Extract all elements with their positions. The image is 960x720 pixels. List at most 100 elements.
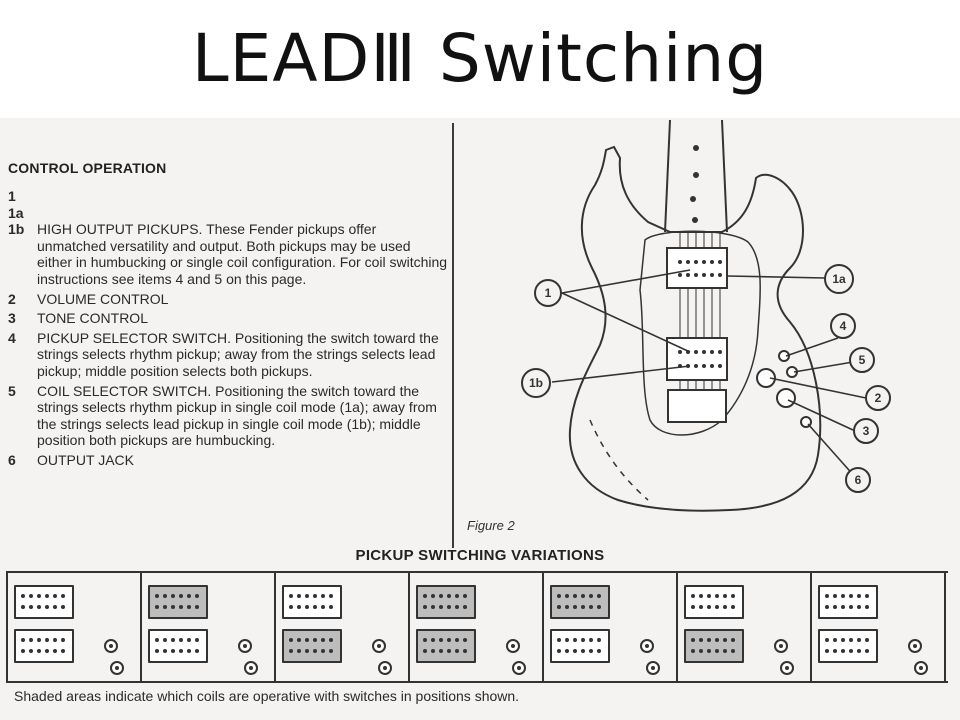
pickup-unshaded — [282, 585, 342, 619]
volume-knob — [756, 368, 776, 388]
callout-1 — [534, 279, 562, 307]
scanned-manual-page — [0, 118, 960, 720]
callout-3 — [853, 418, 879, 444]
control-item-3: 3 TONE CONTROL — [8, 310, 448, 327]
item-number: 1b — [8, 221, 25, 238]
page-title: LEADⅢ Switching — [191, 20, 769, 97]
body-contour-line — [589, 419, 649, 501]
item-text — [37, 205, 448, 222]
fret-markers — [690, 145, 699, 223]
control-item-4: 4 PICKUP SELECTOR SWITCH. Positioning the… — [8, 330, 448, 380]
callout-5 — [849, 347, 875, 373]
pickup-shaded — [148, 585, 208, 619]
pickup-shaded — [416, 585, 476, 619]
callout-label: 2 — [875, 391, 882, 405]
selector-switch-icon — [378, 661, 392, 675]
item-number: 6 — [8, 451, 16, 468]
variation-cell — [810, 573, 946, 681]
control-item-6: 6 OUTPUT JACK — [8, 452, 448, 469]
variations-heading: PICKUP SWITCHING VARIATIONS — [355, 547, 605, 564]
selector-switch-icon — [780, 661, 794, 675]
lead-pickup — [666, 337, 728, 381]
selector-switch-icon — [774, 639, 788, 653]
pickup-selector-switch — [778, 350, 790, 362]
item-number: 1 — [8, 188, 16, 204]
callout-label: 1a — [832, 272, 846, 286]
selector-switch-icon — [646, 661, 660, 675]
selector-switch-icon — [104, 639, 118, 653]
variation-cell — [542, 573, 678, 681]
item-number: 4 — [8, 329, 16, 346]
figure-caption: Figure 2 — [467, 518, 515, 533]
item-text — [37, 188, 448, 205]
callout-4 — [830, 313, 856, 339]
pickup-shaded — [684, 629, 744, 663]
switching-variations-table — [6, 571, 948, 683]
selector-switch-icon — [244, 661, 258, 675]
callout-1b — [521, 368, 551, 398]
pickup-shaded — [282, 629, 342, 663]
variation-cell — [408, 573, 544, 681]
selector-switch-icon — [512, 661, 526, 675]
callout-label: 1b — [529, 376, 543, 390]
item-number: 3 — [8, 310, 16, 327]
item-text: HIGH OUTPUT PICKUPS. These Fender pickup… — [37, 221, 448, 287]
selector-switch-icon — [238, 639, 252, 653]
item-number: 2 — [8, 290, 16, 307]
callout-6 — [845, 467, 871, 493]
item-number: 5 — [8, 382, 16, 399]
table-edge — [944, 573, 946, 681]
fret-dot — [692, 217, 698, 223]
control-item-1: 1 — [8, 188, 448, 205]
selector-switch-icon — [372, 639, 386, 653]
guitar-diagram: 1 1a 1b 2 3 4 5 6 — [521, 119, 891, 512]
pickup-unshaded — [818, 629, 878, 663]
item-text: TONE CONTROL — [37, 310, 148, 327]
pickup-shaded — [416, 629, 476, 663]
callout-2 — [865, 385, 891, 411]
pickup-unshaded — [148, 629, 208, 663]
control-item-2: 2 VOLUME CONTROL — [8, 291, 448, 308]
control-item-1b: 1b HIGH OUTPUT PICKUPS. These Fender pick… — [8, 221, 448, 287]
pickup-unshaded — [684, 585, 744, 619]
callout-label: 1 — [545, 286, 552, 300]
callout-label: 6 — [855, 473, 862, 487]
bridge — [667, 389, 727, 423]
callout-label: 4 — [840, 319, 847, 333]
control-operation-section: CONTROL OPERATION 1 1a 1b HIGH OUTPUT PIC… — [8, 160, 448, 469]
callout-label: 5 — [859, 353, 866, 367]
variation-cell — [274, 573, 410, 681]
pickguard — [639, 230, 761, 436]
tone-knob — [776, 388, 796, 408]
fret-dot — [693, 172, 699, 178]
column-divider — [452, 123, 454, 548]
item-text: PICKUP SELECTOR SWITCH. Positioning the … — [37, 329, 439, 379]
selector-switch-icon — [914, 661, 928, 675]
leader-lines — [551, 269, 867, 479]
selector-switch-icon — [640, 639, 654, 653]
variation-cell — [676, 573, 812, 681]
selector-switch-icon — [110, 661, 124, 675]
guitar-body — [568, 145, 822, 512]
pickup-unshaded — [818, 585, 878, 619]
rhythm-pickup — [666, 247, 728, 289]
item-text: OUTPUT JACK — [37, 451, 134, 468]
variation-cell — [140, 573, 276, 681]
footnote: Shaded areas indicate which coils are op… — [14, 688, 520, 704]
control-item-5: 5 COIL SELECTOR SWITCH. Positioning the s… — [8, 383, 448, 449]
control-operation-heading: CONTROL OPERATION — [8, 160, 167, 176]
control-item-1a: 1a — [8, 205, 448, 222]
fret-dot — [690, 196, 696, 202]
variation-cell — [6, 573, 142, 681]
pickup-unshaded — [550, 629, 610, 663]
fret-dot — [693, 145, 699, 151]
pickup-unshaded — [14, 585, 74, 619]
callout-label: 3 — [863, 424, 870, 438]
selector-switch-icon — [506, 639, 520, 653]
item-text: VOLUME CONTROL — [37, 290, 169, 307]
pickup-shaded — [550, 585, 610, 619]
callout-1a — [824, 264, 854, 294]
item-text: COIL SELECTOR SWITCH. Positioning the sw… — [37, 382, 437, 449]
guitar-neck — [664, 119, 728, 233]
pickup-unshaded — [14, 629, 74, 663]
